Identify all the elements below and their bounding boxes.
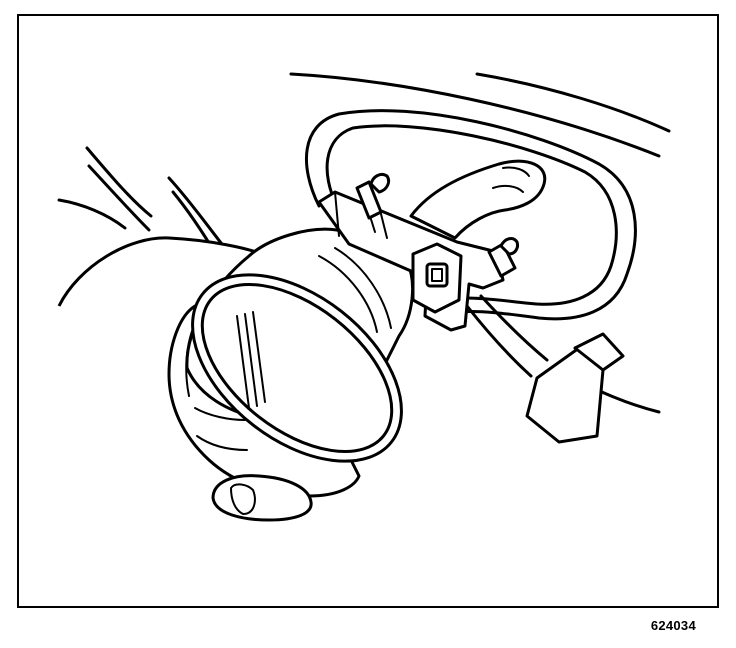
fog-lamp-lens [191, 273, 403, 463]
bumper-opening [304, 109, 637, 321]
figure-number: 624034 [650, 618, 696, 633]
figure-frame [17, 14, 719, 608]
thumb [211, 474, 313, 522]
fog-lamp-removal-illustration [57, 72, 671, 522]
lamp-connector [411, 242, 463, 314]
mounting-studs [355, 172, 519, 278]
right-hand [409, 159, 547, 240]
vehicle-body-contour [289, 72, 671, 158]
harness-connector [525, 332, 625, 444]
